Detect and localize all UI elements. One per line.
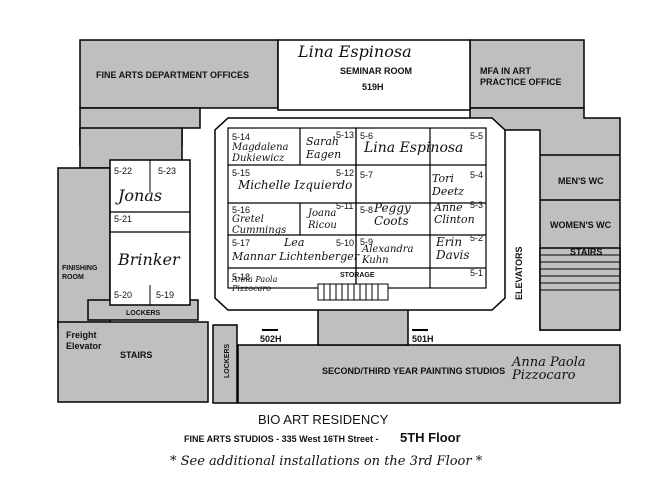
- studio-5-16-name: Gretel Cummings: [232, 214, 287, 236]
- storage-label: STORAGE: [340, 272, 375, 279]
- studio-5-10-number: 5-10: [336, 238, 355, 248]
- studio-lichtenberger: Mannar Lichtenberger: [232, 250, 360, 263]
- painting-handwritten: Anna Paola Pizzocaro: [512, 355, 586, 383]
- studio-jonas: Jonas: [118, 186, 163, 205]
- caption-note: * See additional installations on the 3r…: [170, 454, 483, 469]
- freight-elevator-label: Freight Elevator: [66, 330, 102, 351]
- lockers-vertical-area: [212, 324, 238, 404]
- lockers-left-label: LOCKERS: [126, 310, 161, 317]
- studio-5-8-number: 5-8: [360, 205, 374, 215]
- studio-5-13-number: 5-13: [336, 130, 355, 140]
- fine-arts-offices-label: FINE ARTS DEPARTMENT OFFICES: [96, 70, 249, 80]
- studio-5-22-number: 5-22: [114, 166, 133, 176]
- studio-izquierdo: Michelle Izquierdo: [238, 178, 353, 192]
- seminar-room-label: SEMINAR ROOM: [340, 66, 412, 76]
- fine-arts-offices-area: [79, 39, 279, 109]
- studio-5-4-name: Tori Deetz: [432, 172, 465, 198]
- studio-5-19-number: 5-19: [156, 290, 175, 300]
- studio-5-3-number: 5-3: [470, 200, 484, 210]
- studio-5-11-name: Joana Ricou: [308, 208, 337, 231]
- studio-5-2-name: Erin Davis: [436, 235, 470, 262]
- elevators-label: ELEVATORS: [514, 246, 524, 300]
- studio-brinker: Brinker: [118, 250, 180, 269]
- mfa-office-area: [469, 39, 585, 109]
- studio-5-9-number: 5-9: [360, 237, 374, 247]
- studio-5-15-number: 5-15: [232, 168, 251, 178]
- stairs-right-label: STAIRS: [570, 247, 603, 257]
- studio-5-13-name: Sarah Eagen: [306, 135, 342, 161]
- seminar-room-number: 519H: [362, 82, 384, 92]
- painting-studios-label: SECOND/THIRD YEAR PAINTING STUDIOS: [322, 366, 506, 376]
- caption-title: BIO ART RESIDENCY: [258, 412, 389, 427]
- studio-5-21-number: 5-21: [114, 214, 133, 224]
- lockers-vertical-label: LOCKERS: [224, 343, 231, 378]
- studio-5-17-number: 5-17: [232, 238, 251, 248]
- studio-5-9-name: Alexandra Kuhn: [362, 244, 414, 266]
- studio-5-11-number: 5-11: [336, 201, 354, 211]
- caption-address: FINE ARTS STUDIOS - 335 West 16TH Street…: [184, 434, 379, 444]
- studio-5-6-name: Lina Espinosa: [364, 140, 464, 156]
- studio-5-18-number: 5-18: [232, 272, 251, 282]
- studio-5-18-name: Anna Paola Pizzocaro: [232, 275, 278, 293]
- studio-5-6-number: 5-6: [360, 131, 374, 141]
- mens-wc-label: MEN'S WC: [558, 176, 604, 186]
- seminar-handwritten: Lina Espinosa: [298, 42, 412, 61]
- studio-5-14-number: 5-14: [232, 132, 251, 142]
- studio-5-16-number: 5-16: [232, 205, 251, 215]
- studio-5-8-name: Peggy Coots: [374, 201, 411, 228]
- caption-floor: 5TH Floor: [400, 430, 461, 445]
- womens-wc-label: WOMEN'S WC: [550, 220, 612, 230]
- finishing-room-label: FINISHING ROOM: [62, 265, 98, 281]
- mfa-office-label: MFA IN ART PRACTICE OFFICE: [480, 66, 562, 87]
- studio-5-20-number: 5-20: [114, 290, 133, 300]
- studio-5-4-number: 5-4: [470, 170, 484, 180]
- room-501h-label: 501H: [412, 334, 434, 344]
- studio-5-5-number: 5-5: [470, 131, 484, 141]
- painting-studios-area: [237, 344, 621, 404]
- studio-5-12-number: 5-12: [336, 168, 355, 178]
- studio-5-2-number: 5-2: [470, 233, 484, 243]
- studio-5-14-name: Magdalena Dukiewicz: [232, 142, 289, 164]
- studio-5-23-number: 5-23: [158, 166, 177, 176]
- studio-5-7-number: 5-7: [360, 170, 374, 180]
- studio-5-3-name: Anne Clinton: [434, 201, 475, 226]
- stairs-left-label: STAIRS: [120, 350, 153, 360]
- studio-lea: Lea: [284, 236, 305, 249]
- studio-5-1-number: 5-1: [470, 268, 484, 278]
- room-502h-label: 502H: [260, 334, 282, 344]
- freight-stairs-area: [57, 321, 209, 403]
